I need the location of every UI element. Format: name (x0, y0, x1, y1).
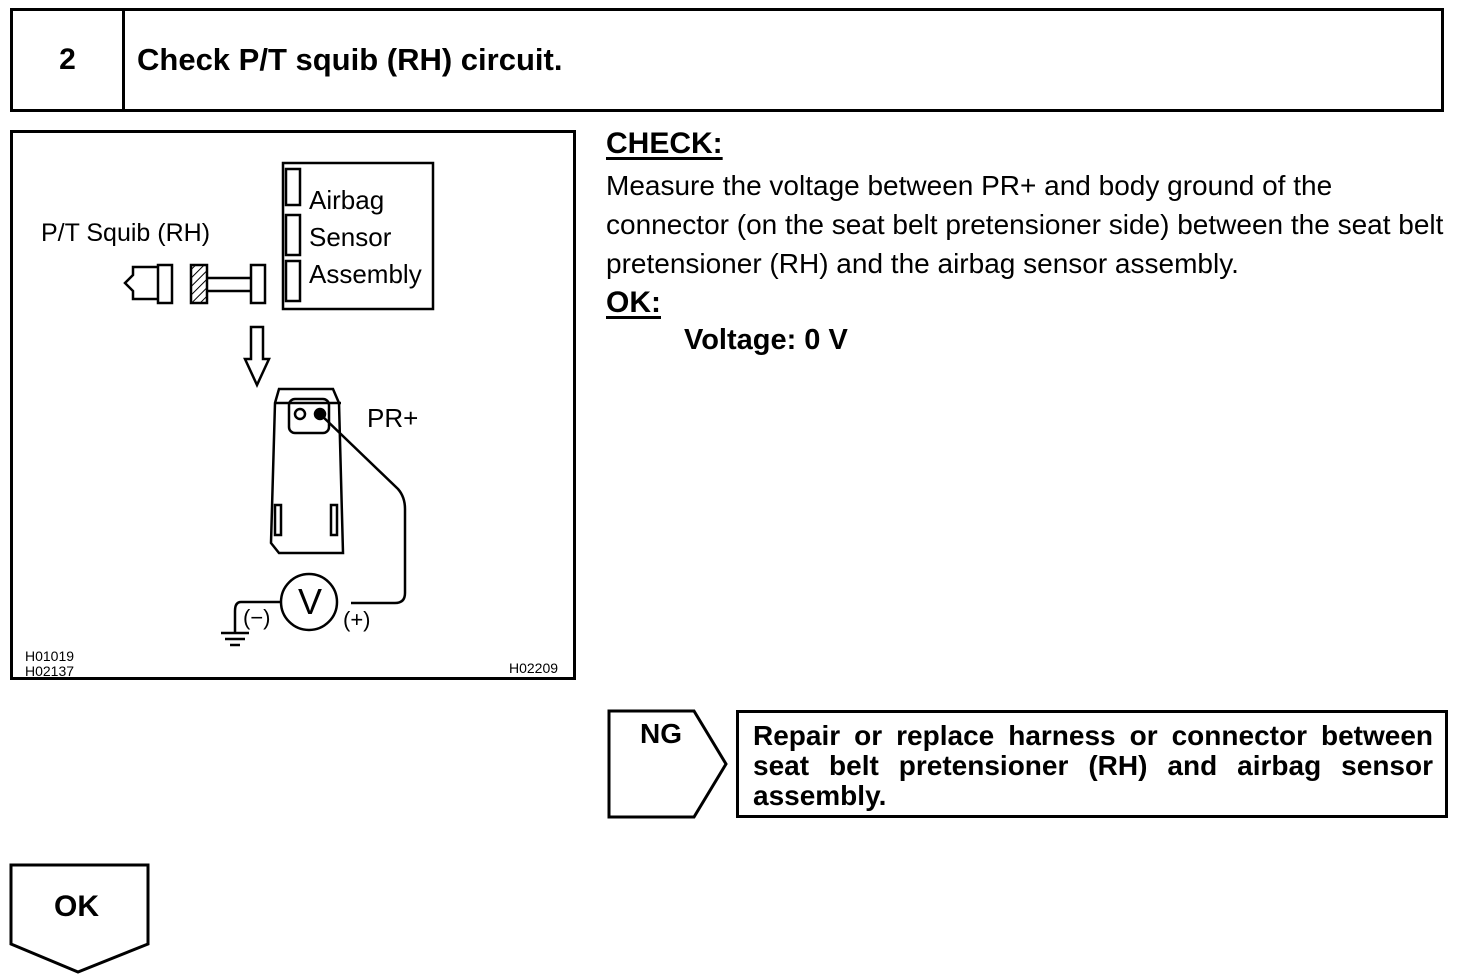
terminal-label: PR+ (367, 403, 419, 433)
ecu-slot-3 (284, 259, 302, 303)
squib-plug-body (156, 263, 174, 305)
plus-label: (+) (343, 607, 371, 632)
wiring-diagram-svg (123, 161, 435, 647)
ecu-slot-1 (284, 167, 302, 207)
ok-flow-label: OK (54, 890, 99, 923)
minus-label: (−) (243, 605, 271, 630)
ng-action-text: Repair or replace harness or connector b… (753, 720, 1433, 811)
squib-label: P/T Squib (RH) (41, 219, 211, 247)
figure-code-left-1: H01019 (25, 648, 75, 664)
terminal-left (293, 407, 307, 421)
step-number: 2 (13, 11, 125, 109)
figure-code-left-2: H02137 (25, 663, 75, 679)
wiring-figure: Airbag Sensor Assembly P/T Squib (RH) PR… (10, 130, 576, 680)
ng-arrow-shape (607, 709, 728, 819)
ecu-label-line2: Sensor (309, 222, 392, 252)
ecu-label-line1: Airbag (309, 185, 385, 215)
check-instructions: Measure the voltage between PR+ and body… (606, 170, 1444, 279)
airbag-sensor-box (281, 161, 435, 311)
ecu-slot-2 (284, 213, 302, 257)
down-arrow (243, 325, 271, 388)
probe-wire-positive (319, 413, 407, 605)
step-title: Check P/T squib (RH) circuit. (137, 42, 563, 77)
probe-wire-negative (233, 600, 281, 633)
step-header: 2 Check P/T squib (RH) circuit. (10, 8, 1444, 112)
connector-face (269, 387, 345, 555)
squib-hatched-connector (189, 263, 209, 305)
voltmeter-symbol: V (298, 581, 323, 622)
ng-action-box: Repair or replace harness or connector b… (736, 710, 1448, 818)
ok-arrow-shape (9, 863, 150, 974)
ng-label: NG (640, 718, 682, 749)
harness-connector (249, 263, 267, 305)
figure-code-right: H02209 (509, 660, 559, 676)
squib-plug (123, 265, 158, 301)
ok-spec-heading: OK: (606, 286, 661, 319)
check-heading: CHECK: (606, 127, 723, 160)
ecu-label-line3: Assembly (309, 259, 422, 289)
ok-spec-value: Voltage: 0 V (684, 324, 848, 356)
